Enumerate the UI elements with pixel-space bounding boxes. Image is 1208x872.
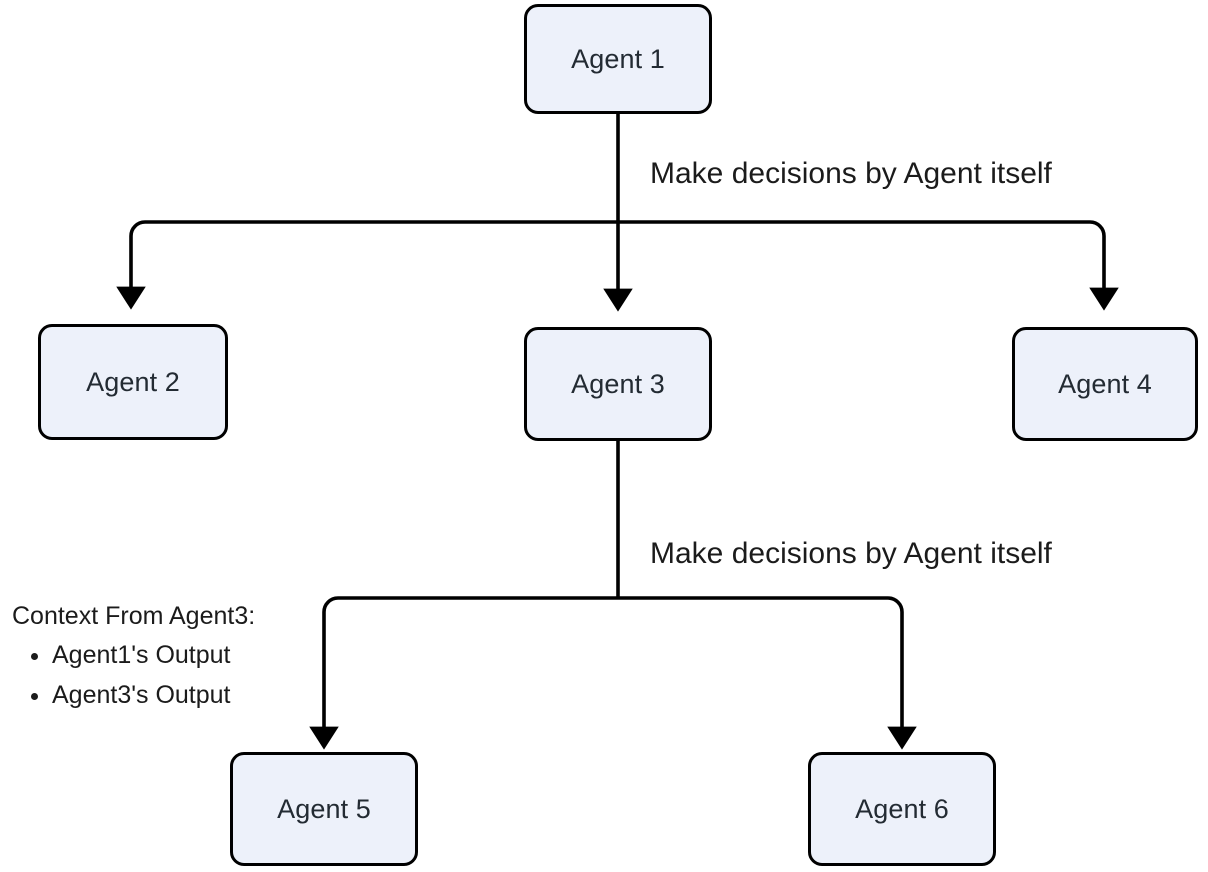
edge-bar-mid-left: [309, 596, 618, 750]
edge-label-top: Make decisions by Agent itself: [644, 157, 1058, 191]
edge-bar-top-right: [618, 220, 1119, 311]
node-agent-4[interactable]: Agent 4: [1012, 327, 1198, 441]
node-label-agent-5: Agent 5: [277, 793, 371, 824]
node-label-agent-3: Agent 3: [571, 368, 665, 399]
node-agent-5[interactable]: Agent 5: [230, 752, 418, 866]
node-agent-2[interactable]: Agent 2: [38, 324, 228, 440]
node-label-agent-4: Agent 4: [1058, 368, 1152, 399]
context-annotation: Context From Agent3: Agent1's Output Age…: [8, 600, 260, 717]
node-agent-6[interactable]: Agent 6: [808, 752, 996, 866]
node-label-agent-6: Agent 6: [855, 793, 949, 824]
context-item-list: Agent1's Output Agent3's Output: [12, 635, 255, 715]
edge-label-middle: Make decisions by Agent itself: [644, 537, 1058, 571]
edge-bar-top-left: [116, 220, 618, 310]
node-agent-3[interactable]: Agent 3: [524, 327, 712, 441]
node-agent-1[interactable]: Agent 1: [524, 4, 712, 114]
context-item: Agent1's Output: [52, 635, 255, 675]
node-label-agent-1: Agent 1: [571, 43, 665, 74]
context-item: Agent3's Output: [52, 675, 255, 715]
node-label-agent-2: Agent 2: [86, 366, 180, 397]
context-title: Context From Agent3:: [12, 602, 256, 630]
edge-bar-mid-right: [618, 596, 917, 750]
